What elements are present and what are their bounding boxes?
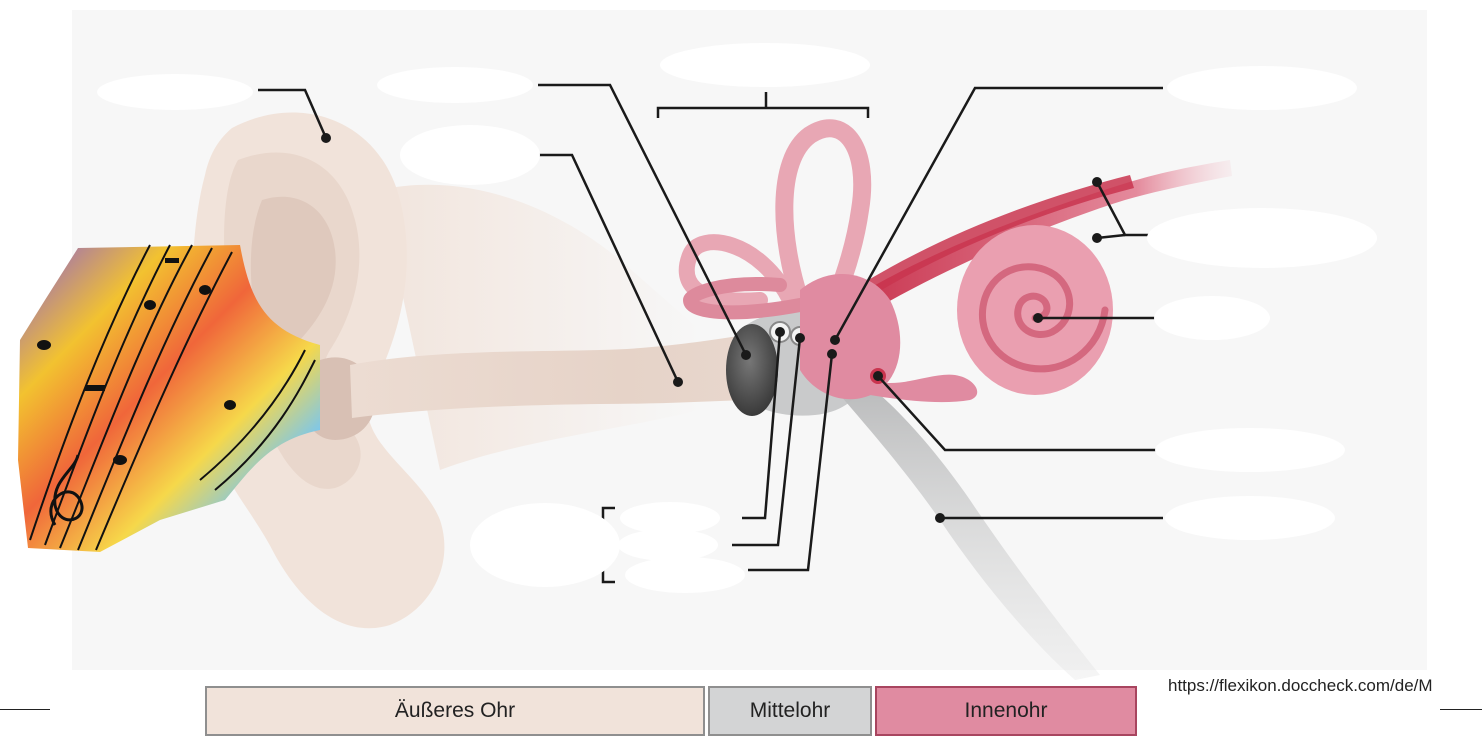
leader-line xyxy=(833,86,1163,341)
eardrum xyxy=(726,324,778,416)
semicircular-canal-lateral xyxy=(682,277,807,320)
eustachian-tube xyxy=(840,382,1100,680)
leader-line xyxy=(656,106,870,118)
inner-ear xyxy=(678,119,1232,403)
vestibule xyxy=(800,273,901,400)
blank-label xyxy=(620,502,720,534)
section-middle-ear-label: Mittelohr xyxy=(749,699,831,722)
section-middle-ear: Mittelohr xyxy=(708,686,872,736)
blank-label-slots xyxy=(97,43,1377,593)
label-dots xyxy=(321,133,1102,523)
blank-label xyxy=(618,529,718,561)
blank-label xyxy=(660,43,870,87)
section-inner-ear: Innenohr xyxy=(875,686,1137,736)
leader-line xyxy=(538,83,748,356)
cochlear-nerve xyxy=(850,160,1232,318)
leader-line xyxy=(538,153,680,383)
blank-label xyxy=(1165,496,1335,540)
blank-label xyxy=(1167,66,1357,110)
label-lines xyxy=(258,83,1163,584)
blank-label xyxy=(377,67,533,103)
leader-line xyxy=(732,337,802,547)
blank-label xyxy=(1154,296,1270,340)
ear-canal xyxy=(350,336,742,418)
blank-label xyxy=(400,125,540,185)
blank-label xyxy=(1155,428,1345,472)
blank-label xyxy=(470,503,620,587)
vestibular-nerve xyxy=(860,175,1134,298)
semicircular-canal-superior xyxy=(775,119,872,309)
section-outer-ear-label: Äußeres Ohr xyxy=(394,699,516,722)
leader-line xyxy=(748,353,834,572)
section-inner-ear-label: Innenohr xyxy=(964,699,1048,722)
blank-label xyxy=(97,74,253,110)
source-url: https://flexikon.doccheck.com/de/M xyxy=(1168,676,1433,695)
cochlea-spiral xyxy=(978,263,1109,373)
blank-label xyxy=(625,557,745,593)
blank-label xyxy=(1147,208,1377,268)
edge-line-left xyxy=(0,709,50,710)
leader-line xyxy=(742,331,782,520)
leader-line xyxy=(258,88,328,139)
leader-line xyxy=(877,375,1163,452)
music-notes-icon xyxy=(18,244,320,552)
edge-line-right xyxy=(1440,709,1482,710)
section-outer-ear: Äußeres Ohr xyxy=(205,686,705,736)
